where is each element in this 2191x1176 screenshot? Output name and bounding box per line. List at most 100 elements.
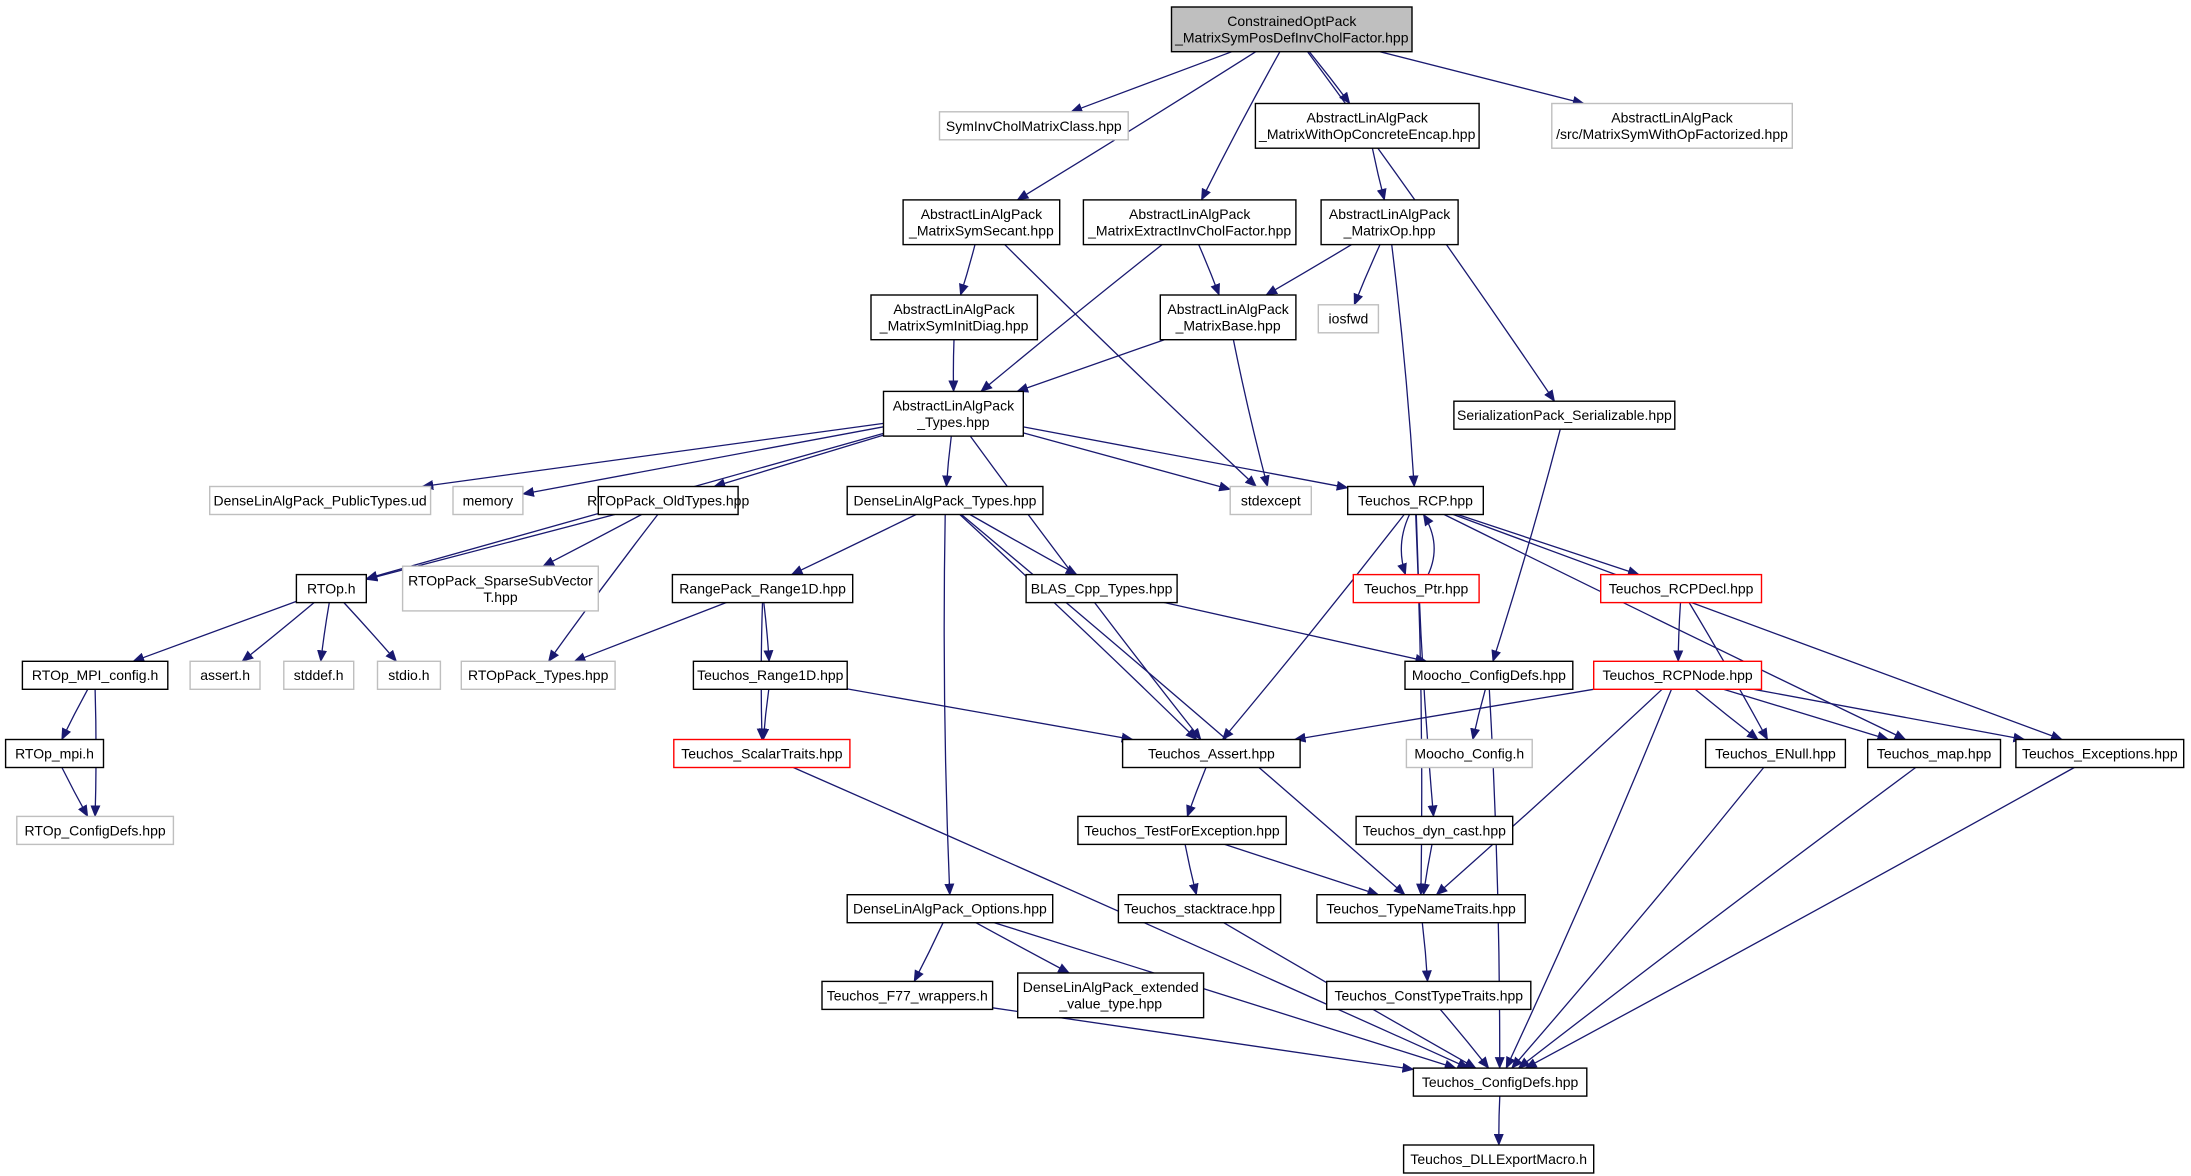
node-teuchosConfigDefs[interactable]: Teuchos_ConfigDefs.hpp [1412,1067,1588,1097]
edge-dlaTypes-to-typeNameTraits [960,514,1406,896]
node-label-teuchosAssert: Teuchos_Assert.hpp [1148,746,1275,762]
node-teuchosMap[interactable]: Teuchos_map.hpp [1866,738,2002,769]
edge-rtopOldTypes-to-sparseSub [542,513,642,567]
node-typeNameTraits[interactable]: Teuchos_TypeNameTraits.hpp [1316,894,1526,924]
node-mpiConfig[interactable]: RTOp_MPI_config.h [21,660,169,690]
node-ptr[interactable]: Teuchos_Ptr.hpp [1352,573,1480,604]
edge-teuchosMap-to-teuchosConfigDefs [1517,766,1917,1069]
node-box-stdexcept [1229,485,1312,516]
node-label-symInitDiag: AbstractLinAlgPack [893,301,1015,317]
edge-rtopH-to-stddefH [317,602,330,663]
node-alaTypes[interactable]: AbstractLinAlgPack_Types.hpp [882,390,1025,437]
node-box-memory [452,485,524,516]
edge-symSecant-to-symInitDiag [959,244,976,296]
edge-alaTypes-to-rtopOldTypes [713,434,884,489]
node-label-stacktrace: Teuchos_stacktrace.hpp [1124,901,1275,917]
node-box-moochoDefs [1404,660,1574,690]
node-box-dllExport [1402,1144,1595,1174]
node-f77wrappers[interactable]: Teuchos_F77_wrappers.h [821,980,994,1011]
node-symInitDiag[interactable]: AbstractLinAlgPack_MatrixSymInitDiag.hpp [870,294,1039,341]
node-range1dPack[interactable]: RangePack_Range1D.hpp [671,573,854,604]
node-matrixBase[interactable]: AbstractLinAlgPack_MatrixBase.hpp [1159,294,1297,341]
node-label-rtopOldTypes: RTOpPack_OldTypes.hpp [587,493,749,509]
node-label-range1dPack: RangePack_Range1D.hpp [679,581,846,597]
node-label-rcpNode: Teuchos_RCPNode.hpp [1602,667,1752,683]
node-box-constTypeTraits [1325,980,1532,1011]
node-box-rcp [1346,485,1484,516]
edge-dlaTypes-to-blasTypes [969,513,1078,576]
edge-matrixBase-to-stdexcept [1232,339,1270,488]
node-label-root: _MatrixSymPosDefInvCholFactor.hpp [1174,30,1409,46]
node-label-moochoConfig: Moocho_Config.h [1414,746,1524,762]
node-constTypeTraits[interactable]: Teuchos_ConstTypeTraits.hpp [1325,980,1532,1011]
node-blasTypes[interactable]: BLAS_Cpp_Types.hpp [1025,573,1178,604]
node-box-stacktrace [1117,894,1282,924]
edge-symSecant-to-stdexcept [1004,244,1257,488]
node-extValueType[interactable]: DenseLinAlgPack_extended_value_type.hpp [1017,972,1205,1019]
node-label-dlaTypes: DenseLinAlgPack_Types.hpp [854,493,1037,509]
node-box-matrixBase [1159,294,1297,341]
node-matrixOp[interactable]: AbstractLinAlgPack_MatrixOp.hpp [1320,199,1459,246]
node-box-alaTypes [882,390,1025,437]
node-label-serializable: SerializationPack_Serializable.hpp [1457,407,1672,423]
node-dlaTypes[interactable]: DenseLinAlgPack_Types.hpp [846,485,1044,516]
node-box-teuchosMap [1866,738,2002,769]
node-label-scalarTraits: Teuchos_ScalarTraits.hpp [681,746,843,762]
node-teuchosAssert[interactable]: Teuchos_Assert.hpp [1121,738,1301,769]
edge-teuchosConfigDefs-to-dllExport [1493,1095,1504,1146]
node-rcpNode[interactable]: Teuchos_RCPNode.hpp [1592,660,1763,690]
node-enull[interactable]: Teuchos_ENull.hpp [1704,738,1847,769]
node-label-sparseSub: RTOpPack_SparseSubVector [408,572,593,588]
node-stacktrace[interactable]: Teuchos_stacktrace.hpp [1117,894,1282,924]
node-testForExc[interactable]: Teuchos_TestForException.hpp [1077,815,1287,846]
edge-dlaOptions-to-teuchosConfigDefs [994,922,1457,1070]
node-root[interactable]: ConstrainedOptPack_MatrixSymPosDefInvCho… [1170,6,1413,53]
node-dynCast[interactable]: Teuchos_dyn_cast.hpp [1355,815,1514,846]
node-label-testForExc: Teuchos_TestForException.hpp [1084,822,1280,838]
edge-dlaTypes-to-dlaOptions [943,514,955,896]
edge-rcpNode-to-exceptions [1752,688,2026,743]
node-rtopOldTypes[interactable]: RTOpPack_OldTypes.hpp [587,485,749,516]
node-label-rtopH: RTOp.h [307,581,356,597]
edge-dlaOptions-to-f77wrappers [913,922,944,983]
edge-root-to-symWithOpFact [1379,51,1585,106]
node-rcpDecl[interactable]: Teuchos_RCPDecl.hpp [1599,573,1763,604]
edge-matrixOp-to-matrixBase [1265,244,1352,296]
edge-rtopH-to-mpiConfig [132,600,297,663]
node-withOpConcrete[interactable]: AbstractLinAlgPack_MatrixWithOpConcreteE… [1254,102,1480,149]
edge-alaTypes-to-publicTypes [421,422,884,490]
node-label-stddefH: stddef.h [294,667,344,683]
node-dlaOptions[interactable]: DenseLinAlgPack_Options.hpp [846,894,1054,924]
node-symSecant[interactable]: AbstractLinAlgPack_MatrixSymSecant.hpp [902,199,1061,246]
node-moochoDefs[interactable]: Moocho_ConfigDefs.hpp [1404,660,1574,690]
node-box-testForExc [1077,815,1287,846]
node-extractInvChol[interactable]: AbstractLinAlgPack_MatrixExtractInvCholF… [1082,199,1297,246]
edge-teuchosRange1d-to-teuchosAssert [847,688,1134,743]
node-label-matrixOp: _MatrixOp.hpp [1343,223,1436,239]
node-exceptions[interactable]: Teuchos_Exceptions.hpp [2015,738,2185,769]
edge-root-to-extractInvChol [1200,51,1281,201]
node-label-ptr: Teuchos_Ptr.hpp [1364,581,1469,597]
node-rtopMpi[interactable]: RTOp_mpi.h [4,738,105,769]
edge-dynCast-to-typeNameTraits [1420,844,1433,896]
edge-matrixBase-to-alaTypes [1016,339,1165,393]
node-assertH: assert.h [189,660,261,690]
node-box-typeNameTraits [1316,894,1526,924]
node-label-matrixBase: AbstractLinAlgPack [1167,301,1289,317]
node-teuchosRange1d[interactable]: Teuchos_Range1D.hpp [692,660,848,690]
node-dllExport[interactable]: Teuchos_DLLExportMacro.h [1402,1144,1595,1174]
node-rcp[interactable]: Teuchos_RCP.hpp [1346,485,1484,516]
node-label-symSecant: AbstractLinAlgPack [921,206,1043,222]
node-stdexcept: stdexcept [1229,485,1312,516]
edge-matrixOp-to-iosfwd [1353,244,1381,306]
node-label-rcpDecl: Teuchos_RCPDecl.hpp [1609,581,1754,597]
node-box-stddefH [283,660,355,690]
edge-testForExc-to-typeNameTraits [1224,843,1380,897]
node-scalarTraits[interactable]: Teuchos_ScalarTraits.hpp [673,738,851,769]
node-rtopH[interactable]: RTOp.h [295,573,367,604]
node-serializable[interactable]: SerializationPack_Serializable.hpp [1453,400,1676,430]
node-label-rtopPackTypes: RTOpPack_Types.hpp [468,667,609,683]
node-label-root: ConstrainedOptPack [1227,13,1357,29]
